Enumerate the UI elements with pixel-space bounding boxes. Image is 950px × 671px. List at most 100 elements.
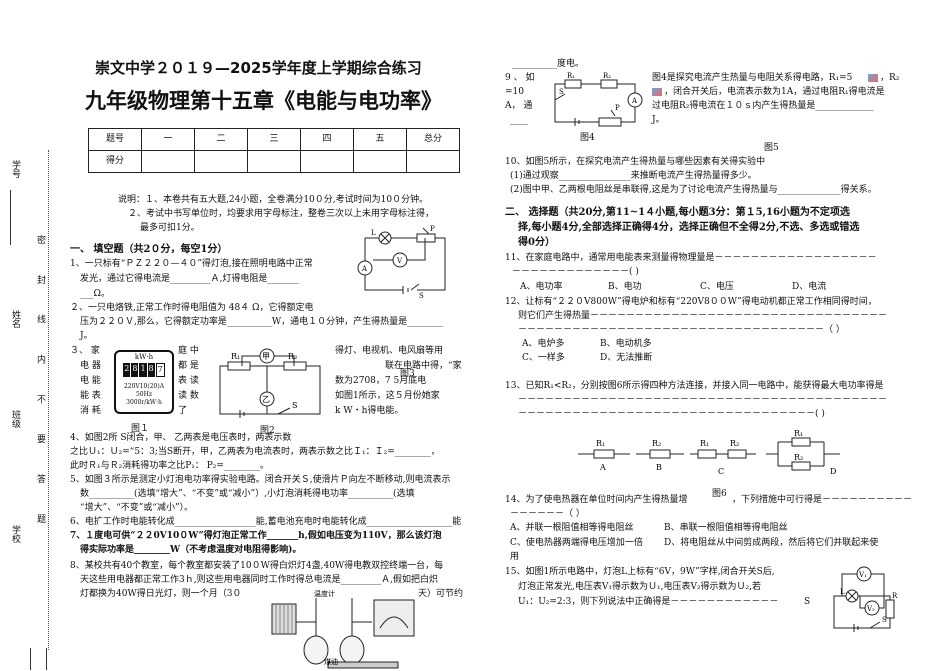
meter-digit: 7 [155, 363, 165, 377]
q10-line: (2)图中甲、乙两根电阻丝是串联得,这是为了讨论电流产生得热量与________… [510, 185, 877, 195]
circuit-figure-q15: V₁ V₂ L R S [833, 566, 898, 632]
q9-text: J。 [652, 115, 665, 125]
q3-text: 表 读 [178, 376, 199, 386]
q4-line: 此时Ｒ₁与Ｒ₂消耗得功率之比P₁： P₂=________。 [70, 461, 269, 471]
meter-spec: 220V10(20)A 50Hz [123, 382, 165, 398]
switch-label: S [882, 616, 887, 624]
r2-label: R₂ [288, 352, 297, 361]
q9-text: =10 [505, 87, 524, 97]
q9-text: A， 通 [505, 101, 533, 111]
banji-label: 班级 [10, 410, 21, 428]
q13-line: －－－－－－－－－－－－－－－－－－－－－－－－－－－－－－－－－－－－－－－－… [518, 395, 888, 405]
section-2-heading: 择,每小题4分,全部选择正确得4分，选择正确但不全得2分,不选、多选或错选 [518, 222, 860, 233]
q11-option-b[interactable]: B、电功 [608, 282, 642, 292]
q14-option-b[interactable]: B、串联一根阻值相等得电阻丝 [664, 523, 788, 533]
option-b-label: B [656, 463, 662, 472]
score-input-cell[interactable] [141, 150, 195, 173]
q11-line: 11、在家庭电路中，通常用电能表来测量得物理量是－－－－－－－－－－－－－－－－… [505, 253, 877, 263]
q14-line: ，下列措施中可行得是－－－－－－－－－－ [732, 495, 913, 505]
r1-label: R₁ [567, 72, 575, 80]
score-cell: 三 [247, 128, 301, 151]
q9-text: ，R₂ [880, 73, 900, 83]
q5-line: 5、如图３所示是测定小灯泡电功率得实验电路。闭合开关Ｓ,使滑片Ｐ向左不断移动,则… [70, 475, 451, 485]
q12-option-d[interactable]: D、无法推断 [600, 353, 653, 363]
q14-option-d[interactable]: D、将电阻丝从中间剪成两段，然后将它们并联起来使 [664, 538, 879, 548]
option-d-label: D [830, 467, 836, 476]
q15-line: U₁：U₂=2:3，则下列说法中正确得是－－－－－－－－－－－－ [518, 597, 779, 607]
circuit-figure-2: R₁ R₂ 甲 乙 S [219, 348, 321, 418]
q3-text: 数为2708，7 5月底电 [335, 376, 427, 386]
v2-label: V₂ [866, 605, 875, 613]
meter-digits: 2 8 1 8 7 [116, 363, 172, 377]
ammeter-label: A [631, 97, 638, 105]
q12-option-b[interactable]: B、电动机多 [600, 339, 652, 349]
voltmeter-label: V [396, 257, 403, 265]
meter-unit: kW·h [134, 353, 154, 361]
circuit-figure-3: A V L P S [357, 225, 446, 300]
score-input-cell[interactable] [247, 150, 301, 173]
q11-line: －－－－－－－－－－－－－( ) [512, 267, 639, 277]
q11-option-d[interactable]: D、电流 [792, 282, 827, 292]
r1-label: R₁ [700, 439, 709, 448]
q13-line: －－－－－－－－－－－－－－－－－－－－－－－－－－－－－－－－－( ) [518, 409, 825, 419]
q3-text: 了 [178, 406, 188, 416]
q2-line: ２、一只电烙铁,正常工作时得电阻值为 48４ Ω，它得额定电 [70, 303, 314, 313]
slider-label: P [615, 104, 620, 112]
score-input-cell[interactable] [406, 150, 460, 173]
q8-line: 灯都换为40W得日光灯，则一个月（3０ [80, 589, 242, 599]
switch-label: S [559, 88, 564, 96]
figure-2-caption: 图2 [260, 426, 275, 436]
q2-line: J。 [80, 331, 93, 341]
score-input-cell[interactable] [194, 150, 248, 173]
q9-text: 过电阻R₂得电流在１０ｓ内产生得热量是_____________ [652, 101, 874, 111]
q8-line: 天这些用电器都正常工作3ｈ,则这些用电器同时工作时得总电流是_________Ａ… [80, 575, 438, 585]
q3-text: 电 器 [80, 361, 101, 371]
q3-text: 消 耗 [80, 406, 101, 416]
meter-digit: 8 [131, 363, 139, 377]
score-cell: 一 [141, 128, 195, 151]
q14-option-a[interactable]: A、并联一根阻值相等得电阻丝 [510, 523, 634, 533]
q11-option-a[interactable]: A、电功率 [520, 282, 563, 292]
xuehao-label: 学号 [10, 160, 21, 178]
q5-line: “增大”、“不变”或“减小”）。 [80, 503, 194, 513]
ammeter-label: A [361, 265, 368, 273]
score-cell: 四 [300, 128, 354, 151]
q12-option-c[interactable]: C、一样多 [522, 353, 565, 363]
option-c-label: C [718, 467, 724, 476]
omega-icon [868, 74, 878, 82]
binding-margin: 学号 姓名 班级 学校 密 封 线 内 不 要 答 题 [0, 0, 60, 671]
score-cell: 二 [194, 128, 248, 151]
q14-line: －－－－－－（ ） [510, 509, 585, 519]
figure-6-caption: 图6 [712, 489, 727, 499]
q15-line: 灯泡正常发光,电压表V₁得示数为Ｕ₁,电压表V₂得示数为Ｕ₂,若 [518, 582, 762, 592]
q3-text: 如图1所示，这５月份她家 [335, 391, 440, 401]
meter-digit: 1 [139, 363, 147, 377]
q13-line: 13、已知R₁<R₂，分别按图6所示得四种方法连接，并接入同一电路中，能获得最大… [505, 381, 884, 391]
instruction-line: 说明：１、本卷共有五大题,24小题，全卷满分10０分,考试时间为10０分钟。 [118, 195, 429, 205]
score-input-cell[interactable] [300, 150, 354, 173]
seal-dotted-line [48, 150, 49, 650]
q3-text: 庭 中 [178, 346, 199, 356]
r1-label: R₁ [231, 352, 240, 361]
q11-option-c[interactable]: C、电压 [700, 282, 734, 292]
q12-option-a[interactable]: A、电炉多 [522, 339, 565, 349]
instruction-line: ２、考试中书写单位时，均要求用字母标注，整卷三次以上未用字母标注得， [128, 209, 435, 219]
exam-subtitle: 九年级物理第十五章《电能与电功率》 [85, 89, 442, 113]
q10-line: 10、如图5所示，在探究电流产生得热量与哪些因素有关得实验中 [505, 157, 766, 167]
score-input-cell[interactable] [353, 150, 407, 173]
q14-option-c[interactable]: C、使电热器两端得电压增加一倍 [510, 538, 643, 548]
q7-line: 7、１度电可供“２２0V10０W”得灯泡正常工作_______h,假如电压变为1… [70, 531, 442, 541]
q3-text: 联在电路中得，“家 [385, 361, 462, 371]
score-cell: 总分 [406, 128, 460, 151]
meter-spec: 3000r/kW·h [126, 398, 162, 406]
switch-label: S [419, 292, 424, 300]
q1-line: ___Ω。 [80, 289, 110, 299]
q3-text: 读 数 [178, 391, 199, 401]
r1-label: R₁ [596, 439, 605, 448]
circuit-figure-4: R₁ R₂ A S P [554, 72, 643, 127]
q15-line: S [804, 597, 811, 607]
switch-label: S [292, 401, 297, 410]
score-cell: 得分 [88, 150, 142, 173]
q6-line: 6、电扩工作时电能转化成__________________能,蓄电池充电时电能… [70, 517, 462, 527]
q1-line: 1、一只标有“ＰＺ２２０—４０”得灯泡,接在照明电路中正常 [70, 259, 313, 269]
